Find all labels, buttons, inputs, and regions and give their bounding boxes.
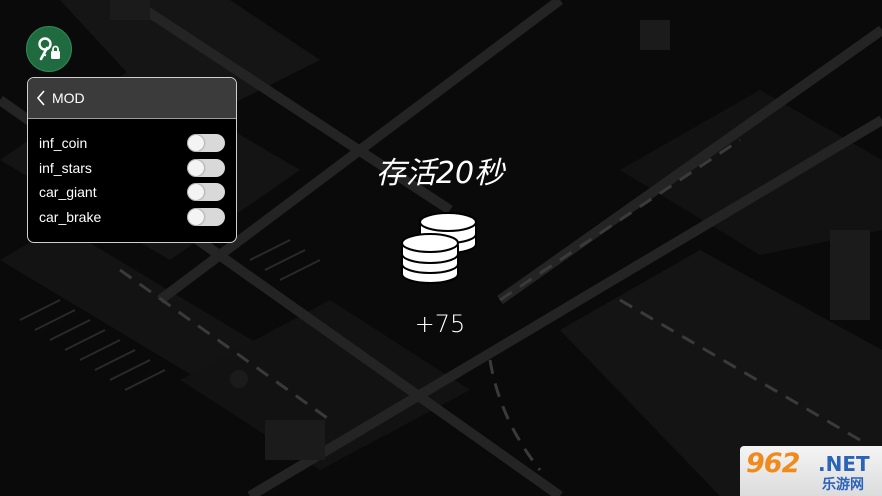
chevron-left-icon: [36, 90, 45, 106]
mod-menu-panel: MOD inf_coin inf_stars car_giant car_bra…: [27, 77, 237, 243]
toggle-knob: [188, 208, 204, 225]
option-label: inf_stars: [39, 159, 92, 176]
watermark-brand: 962: [746, 448, 800, 479]
car-giant-toggle[interactable]: [187, 183, 225, 202]
toggle-knob: [188, 159, 204, 176]
option-label: car_giant: [39, 184, 97, 201]
option-label: car_brake: [39, 208, 102, 225]
mod-option-inf-coin: inf_coin: [28, 131, 236, 156]
mod-menu-title: MOD: [52, 90, 85, 106]
inf-stars-toggle[interactable]: [187, 158, 225, 177]
mod-option-car-giant: car_giant: [28, 180, 236, 205]
toggle-knob: [188, 135, 204, 152]
car-brake-toggle[interactable]: [187, 207, 225, 226]
mod-option-car-brake: car_brake: [28, 205, 236, 230]
watermark-domain: .NET: [818, 452, 870, 476]
reward-amount-text: +75: [414, 310, 466, 338]
key-lock-icon: [38, 37, 60, 61]
coin-stack-icon: [401, 212, 477, 284]
back-button[interactable]: MOD: [36, 90, 85, 106]
site-watermark-logo: 962 .NET 乐游网: [740, 446, 882, 496]
mod-menu-toggle-button[interactable]: [26, 26, 72, 72]
option-label: inf_coin: [39, 135, 88, 152]
inf-coin-toggle[interactable]: [187, 134, 225, 153]
watermark-site-name: 乐游网: [822, 477, 864, 493]
survival-time-text: 存活20秒: [375, 156, 505, 191]
toggle-knob: [188, 184, 204, 201]
mod-menu-header: MOD: [28, 78, 236, 119]
mod-option-inf-stars: inf_stars: [28, 156, 236, 181]
mod-option-list: inf_coin inf_stars car_giant car_brake: [28, 119, 236, 229]
